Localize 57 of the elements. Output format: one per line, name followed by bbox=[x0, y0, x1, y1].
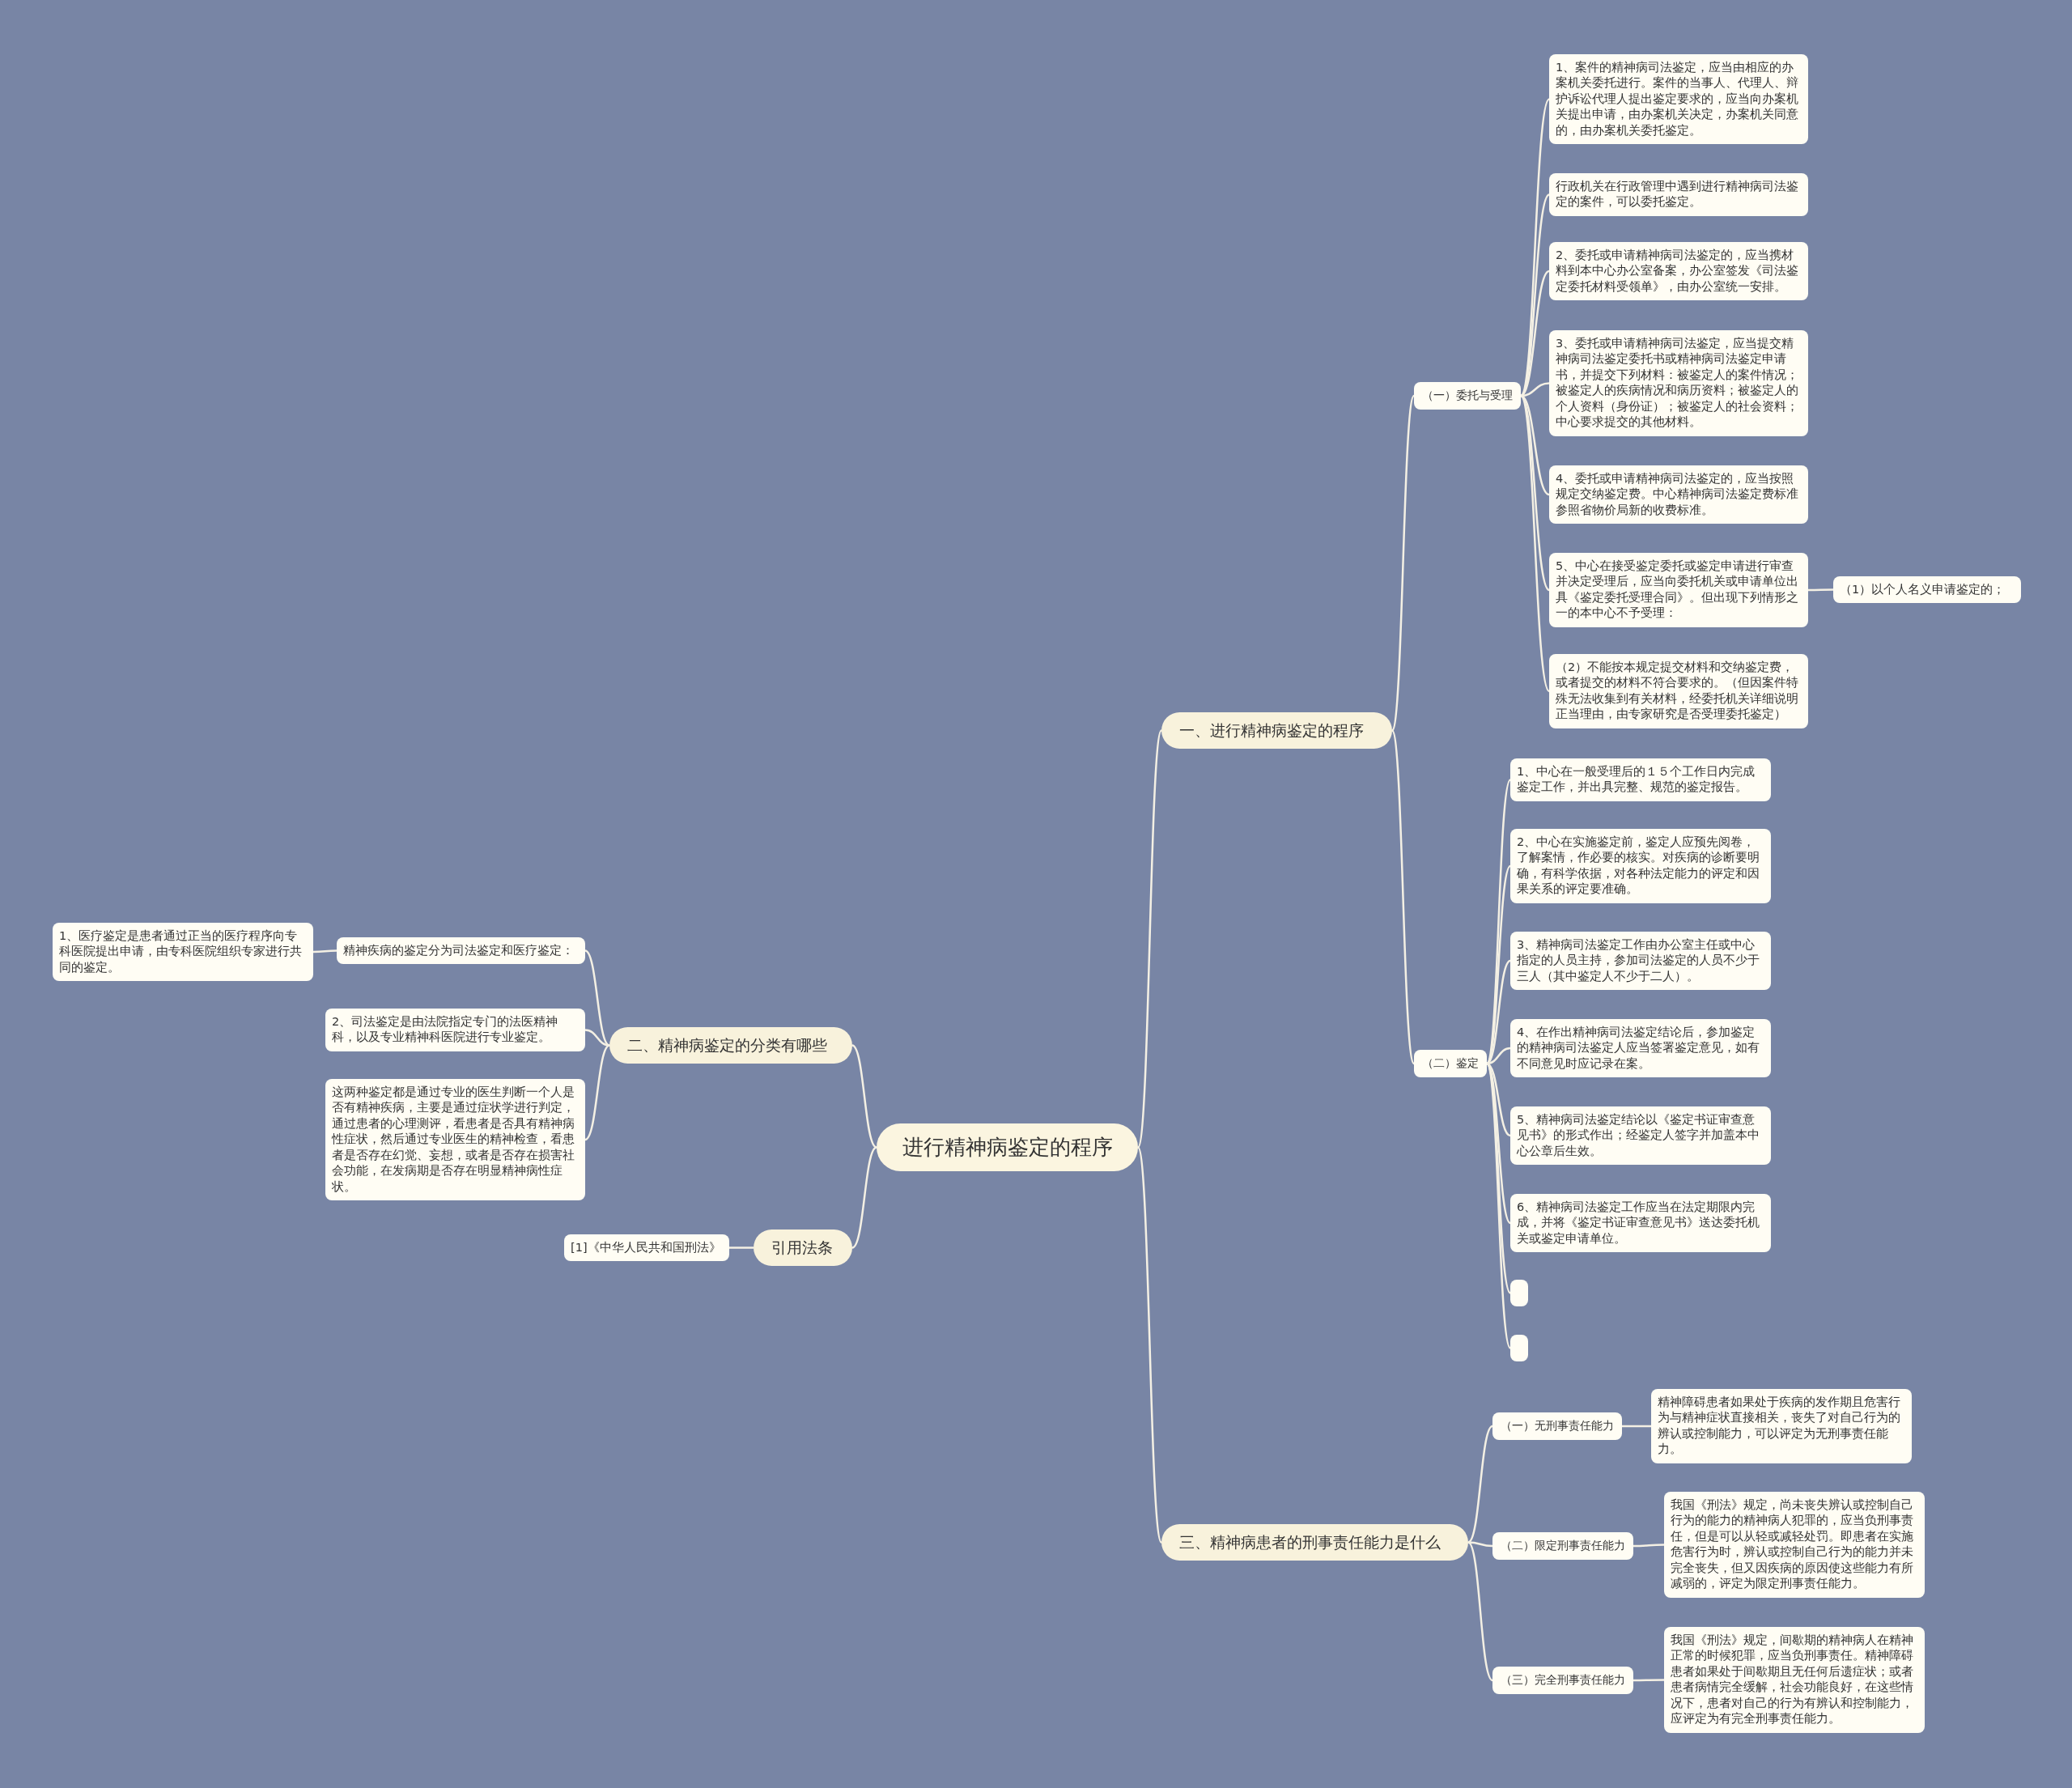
connector-line bbox=[1520, 193, 1550, 397]
connector-line bbox=[1519, 395, 1551, 692]
text-card: 精神疾病的鉴定分为司法鉴定和医疗鉴定： bbox=[337, 937, 585, 965]
connector-line bbox=[1622, 1425, 1651, 1428]
connector-line bbox=[1633, 1679, 1664, 1682]
text-card: 4、在作出精神病司法鉴定结论后，参加鉴定的精神病司法鉴定人应当签署鉴定意见，如有不同意见时应记录在案。 bbox=[1510, 1019, 1771, 1078]
text-card: 1、中心在一般受理后的１５个工作日内完成鉴定工作，并出具完整、规范的鉴定报告。 bbox=[1510, 758, 1771, 801]
connector-line bbox=[1633, 1544, 1664, 1548]
text-card: 这两种鉴定都是通过专业的医生判断一个人是否有精神疾病，主要是通过症状学进行判定，通过患者的心理测评，看患者是否具有精神病性症状，然后通过专业医生的精神检查，看患者是否存在幻觉、妄想，或者是否存在损害社会功能，在发病期是否存在明显精神病性症状。 bbox=[325, 1079, 585, 1200]
branch-topic: 一、进行精神病鉴定的程序 bbox=[1161, 712, 1392, 749]
subtopic-box: （一）委托与受理 bbox=[1414, 382, 1521, 410]
subtopic-box: （三）完全刑事责任能力 bbox=[1492, 1667, 1633, 1694]
text-card: 3、委托或申请精神病司法鉴定，应当提交精神病司法鉴定委托书或精神病司法鉴定申请书，并提交下列材料：被鉴定人的案件情况；被鉴定人的疾病情况和病历资料；被鉴定人的个人资料（身份证）；被鉴定人的社会资料；中心要求提交的其他材料。 bbox=[1549, 330, 1808, 436]
text-card: 2、委托或申请精神病司法鉴定的，应当携材料到本中心办公室备案，办公室签发《司法鉴定委托材料受领单》，由办公室统一安排。 bbox=[1549, 242, 1808, 301]
text-card: 精神障碍患者如果处于疾病的发作期且危害行为与精神症状直接相关，丧失了对自己行为的辨认或控制能力，可以评定为无刑事责任能力。 bbox=[1651, 1389, 1912, 1463]
connector-line bbox=[313, 949, 337, 953]
connector-line bbox=[1136, 730, 1163, 1148]
connector-line bbox=[584, 1044, 610, 1141]
subtopic-box: （一）无刑事责任能力 bbox=[1492, 1412, 1622, 1440]
branch-topic: 引用法条 bbox=[754, 1230, 852, 1266]
text-card: 我国《刑法》规定，尚未丧失辨认或控制自己行为的能力的精神病人犯罪的，应当负刑事责任，但是可以从轻或减轻处罚。即患者在实施危害行为时，辨认或控制自己行为的能力并未完全丧失，但又因疾病的原因使这些能力有所减弱的，评定为限定刑事责任能力。 bbox=[1664, 1492, 1925, 1598]
connector-line bbox=[851, 1044, 877, 1149]
text-card: 2、中心在实施鉴定前，鉴定人应预先阅卷，了解案情，作必要的核实。对疾病的诊断要明确，有科学依据，对各种法定能力的评定和因果关系的评定要准确。 bbox=[1510, 829, 1771, 903]
empty-box bbox=[1510, 1335, 1528, 1361]
text-card: 1、医疗鉴定是患者通过正当的医疗程序向专科医院提出申请，由专科医院组织专家进行共同的鉴定。 bbox=[53, 923, 313, 982]
connector-line bbox=[584, 949, 610, 1047]
text-card: [1]《中华人民共和国刑法》 bbox=[564, 1234, 729, 1262]
text-card: （2）不能按本规定提交材料和交纳鉴定费，或者提交的材料不符合要求的。（但因案件特殊无法收集到有关材料，经委托机关详细说明正当理由，由专家研究是否受理委托鉴定） bbox=[1549, 654, 1808, 728]
branch-topic: 二、精神病鉴定的分类有哪些 bbox=[609, 1027, 852, 1064]
connector-line bbox=[729, 1247, 754, 1249]
connector-line bbox=[1808, 588, 1833, 592]
connector-line bbox=[1467, 1541, 1493, 1681]
text-card: 4、委托或申请精神病司法鉴定的，应当按照规定交纳鉴定费。中心精神病司法鉴定费标准参照省物价局新的收费标准。 bbox=[1549, 465, 1808, 525]
connector-line bbox=[1520, 395, 1550, 591]
connector-line bbox=[1136, 1147, 1163, 1543]
branch-topic: 三、精神病患者的刑事责任能力是什么 bbox=[1161, 1524, 1468, 1561]
text-card: 5、中心在接受鉴定委托或鉴定申请进行审查并决定受理后，应当向委托机关或申请单位出具《鉴定委托受理合同》。但出现下列情形之一的本中心不予受理： bbox=[1549, 553, 1808, 627]
central-topic: 进行精神病鉴定的程序 bbox=[877, 1123, 1138, 1171]
text-card: 3、精神病司法鉴定工作由办公室主任或中心指定的人员主持，参加司法鉴定的人员不少于三人（其中鉴定人不少于二人）。 bbox=[1510, 932, 1771, 991]
connector-line bbox=[1519, 98, 1551, 397]
connector-line bbox=[1467, 1541, 1493, 1548]
connector-line bbox=[1467, 1425, 1493, 1544]
text-card: 6、精神病司法鉴定工作应当在法定期限内完成，并将《鉴定书证审查意见书》送达委托机关或鉴定申请单位。 bbox=[1510, 1194, 1771, 1253]
connector-line bbox=[1391, 730, 1416, 1064]
subtopic-box: （二）限定刑事责任能力 bbox=[1492, 1532, 1633, 1560]
subtopic-box: （二）鉴定 bbox=[1414, 1050, 1487, 1077]
connector-line bbox=[851, 1146, 877, 1249]
connector-line bbox=[1485, 1063, 1512, 1349]
text-card: 2、司法鉴定是由法院指定专门的法医精神科，以及专业精神科医院进行专业鉴定。 bbox=[325, 1009, 585, 1051]
empty-box bbox=[1510, 1280, 1528, 1306]
text-card: 我国《刑法》规定，间歇期的精神病人在精神正常的时候犯罪，应当负刑事责任。精神障碍患者如果处于间歇期且无任何后遗症状；或者患者病情完全缓解，社会功能良好，在这些情况下，患者对自己的行为有辨认和控制能力，应评定为有完全刑事责任能力。 bbox=[1664, 1627, 1925, 1733]
connector-line bbox=[584, 1029, 610, 1047]
text-card: 行政机关在行政管理中遇到进行精神病司法鉴定的案件，可以委托鉴定。 bbox=[1549, 173, 1808, 216]
text-card: 5、精神病司法鉴定结论以《鉴定书证审查意见书》的形式作出；经鉴定人签字并加盖本中心公章后生效。 bbox=[1510, 1106, 1771, 1166]
text-card: 1、案件的精神病司法鉴定，应当由相应的办案机关委托进行。案件的当事人、代理人、辩护诉讼代理人提出鉴定要求的，应当向办案机关提出申请，由办案机关决定，办案机关同意的，由办案机关委托鉴定。 bbox=[1549, 54, 1808, 145]
connector-line bbox=[1391, 395, 1416, 731]
text-card: （1）以个人名义申请鉴定的； bbox=[1833, 576, 2021, 604]
